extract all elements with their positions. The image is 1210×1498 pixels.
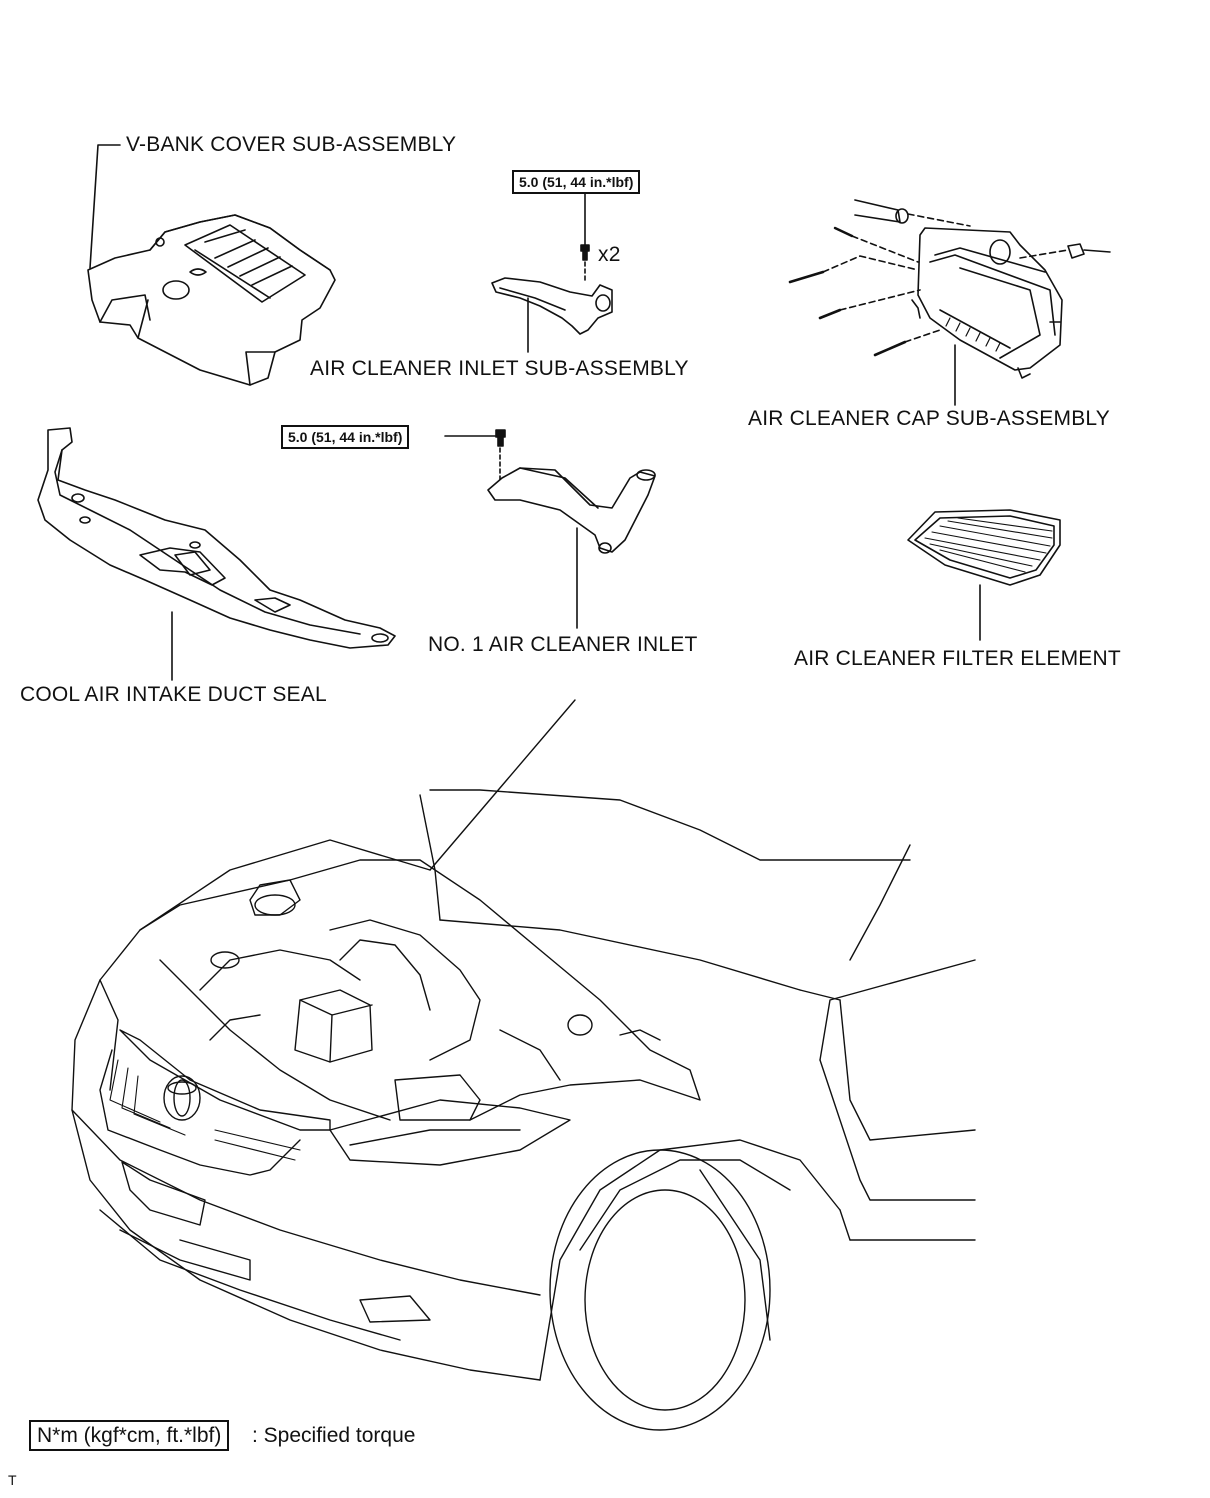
air-cleaner-cap-label: AIR CLEANER CAP SUB-ASSEMBLY (748, 407, 1110, 430)
toyota-emblem-icon (164, 1076, 200, 1120)
air-cleaner-cap-part (790, 200, 1110, 405)
torque-legend-description: : Specified torque (252, 1424, 416, 1447)
no1-air-cleaner-inlet-label: NO. 1 AIR CLEANER INLET (428, 633, 698, 656)
cool-air-intake-duct-seal-part (38, 428, 395, 680)
vehicle-front-illustration (72, 700, 975, 1430)
v-bank-cover-label: V-BANK COVER SUB-ASSEMBLY (126, 133, 457, 156)
torque-spec-inlet-sub: 5.0 (51, 44 in.*lbf) (512, 170, 641, 194)
bolt-quantity: x2 (598, 243, 621, 266)
v-bank-cover-part (88, 145, 335, 385)
air-cleaner-inlet-sub-assembly-part (492, 190, 612, 352)
bolt-icon (496, 430, 505, 446)
cool-air-intake-label: COOL AIR INTAKE DUCT SEAL (20, 683, 327, 706)
no1-air-cleaner-inlet-part (445, 430, 655, 628)
air-cleaner-inlet-sub-label: AIR CLEANER INLET SUB-ASSEMBLY (310, 357, 689, 380)
bolt-icon (581, 245, 589, 260)
air-cleaner-filter-label: AIR CLEANER FILTER ELEMENT (794, 647, 1121, 670)
air-cleaner-filter-element-part (908, 510, 1060, 640)
torque-spec-no1-inlet: 5.0 (51, 44 in.*lbf) (281, 425, 410, 449)
footer-mark: T (8, 1472, 17, 1488)
torque-unit-legend-box: N*m (kgf*cm, ft.*lbf) (29, 1420, 230, 1451)
